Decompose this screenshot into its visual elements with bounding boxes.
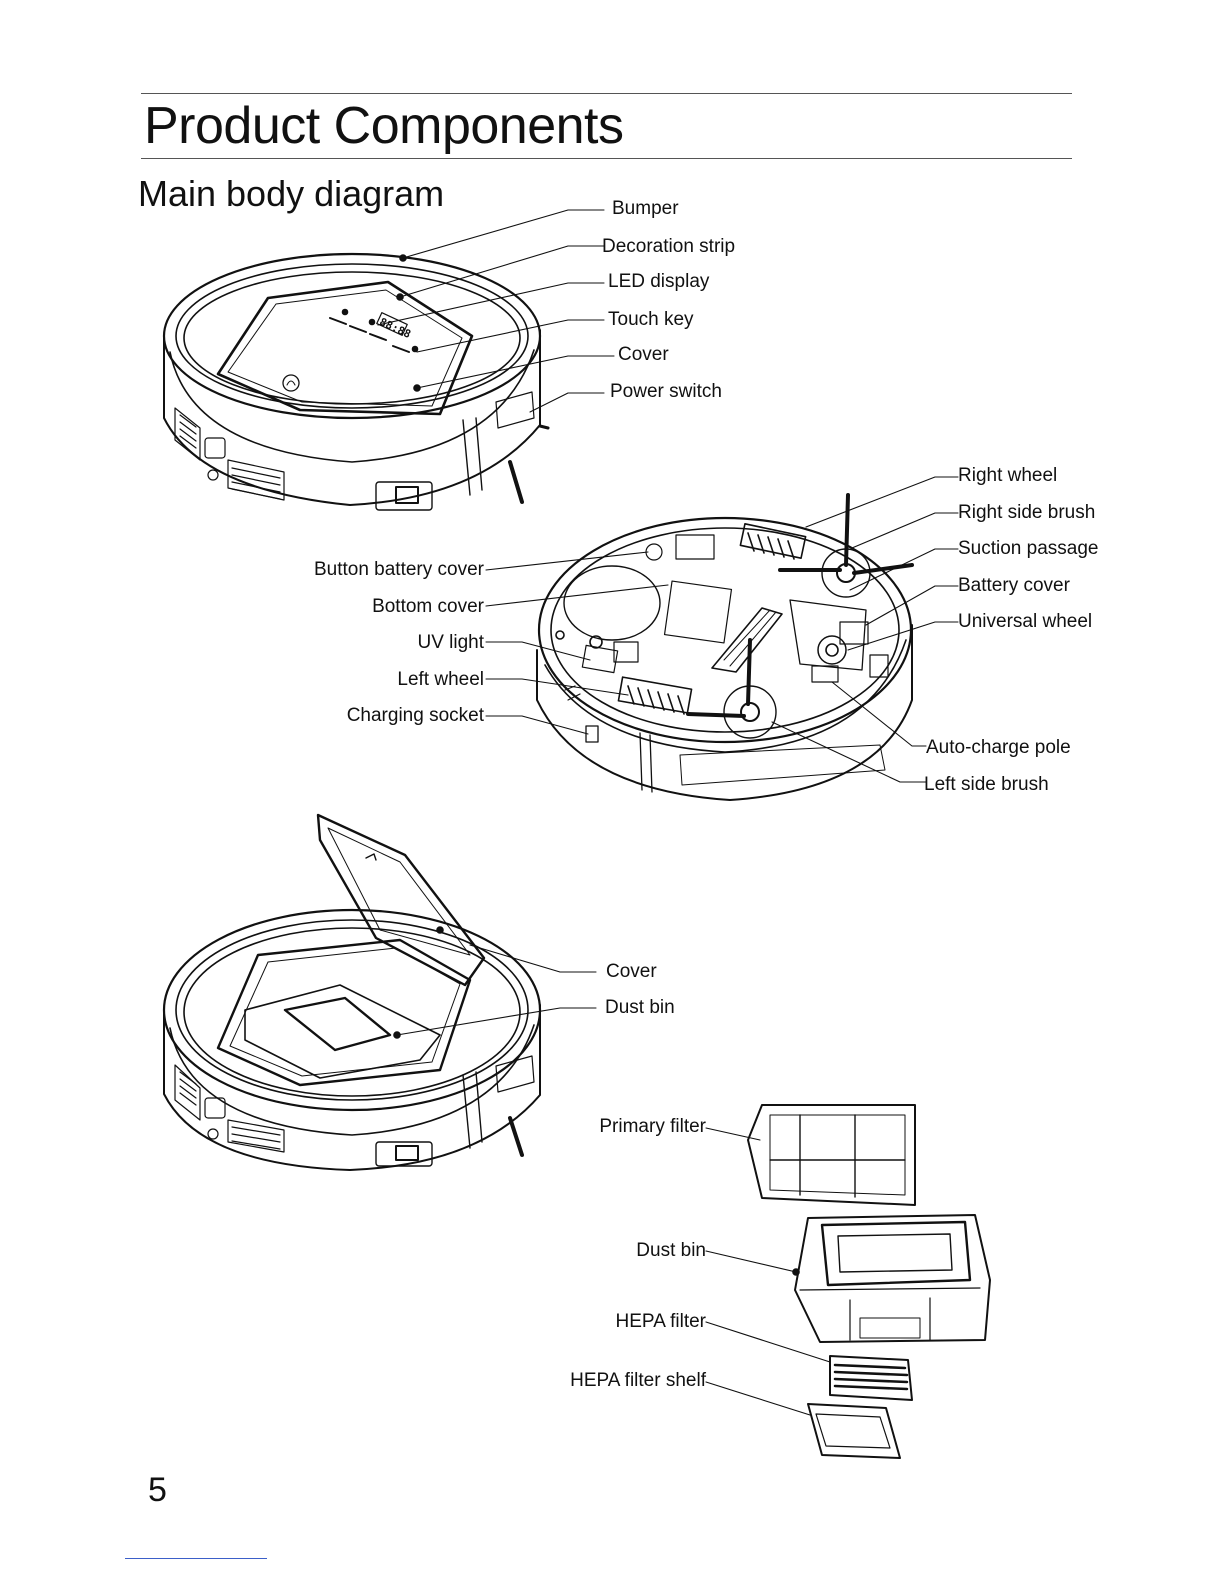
label-hepa-filter-shelf: HEPA filter shelf — [570, 1370, 706, 1391]
label-touch-key: Touch key — [608, 309, 694, 330]
section-subtitle: Main body diagram — [138, 173, 445, 214]
bottom-cover — [564, 566, 660, 640]
auto-charge-pole — [812, 666, 838, 682]
right-side-brush — [780, 495, 912, 597]
label-led-display: LED display — [608, 271, 710, 292]
power-switch — [376, 482, 432, 510]
robot-top-view — [164, 254, 548, 510]
primary-filter — [748, 1105, 915, 1205]
left-side-brush — [688, 640, 776, 738]
label-left-wheel: Left wheel — [397, 669, 484, 690]
touch-key — [283, 375, 299, 391]
label-battery-cover: Battery cover — [958, 575, 1070, 596]
open-view-vents — [175, 1065, 284, 1152]
left-wheel — [618, 677, 691, 714]
battery-cover — [790, 600, 866, 670]
label-bottom-cover: Bottom cover — [372, 596, 484, 617]
label-right-wheel: Right wheel — [958, 465, 1058, 486]
bottom-view-leaders — [486, 477, 958, 782]
side-vents — [175, 408, 284, 500]
led-display — [330, 310, 418, 353]
label-cover-open: Cover — [606, 961, 657, 982]
top-cover — [218, 282, 472, 414]
title-underline — [141, 158, 1072, 159]
label-bumper: Bumper — [612, 198, 679, 219]
label-cover-top: Cover — [618, 344, 669, 365]
label-decoration-strip: Decoration strip — [602, 236, 736, 257]
hepa-filter — [830, 1356, 912, 1400]
footer-link-line — [125, 1558, 267, 1559]
top-view-leaders — [378, 210, 614, 412]
label-hepa-filter: HEPA filter — [615, 1311, 706, 1332]
hepa-filter-shelf — [808, 1404, 900, 1458]
bumper-ring — [164, 254, 540, 418]
label-button-battery-cover: Button battery cover — [313, 559, 484, 580]
label-dust-bin-open: Dust bin — [605, 997, 675, 1018]
label-universal-wheel: Universal wheel — [958, 611, 1093, 632]
label-uv-light: UV light — [417, 632, 484, 653]
right-wheel — [740, 524, 805, 559]
robot-open-view — [164, 815, 540, 1170]
label-suction-passage: Suction passage — [958, 538, 1099, 559]
label-power-switch: Power switch — [610, 381, 722, 402]
label-auto-charge-pole: Auto-charge pole — [926, 737, 1071, 758]
label-left-side-brush: Left side brush — [924, 774, 1049, 795]
universal-wheel — [818, 636, 846, 664]
label-dust-bin-part: Dust bin — [636, 1240, 706, 1261]
dust-bin-part — [793, 1215, 990, 1342]
open-view-leaders — [397, 945, 596, 1035]
suction-passage — [712, 608, 782, 672]
top-rule — [141, 93, 1072, 94]
open-cover — [318, 815, 484, 985]
label-right-side-brush: Right side brush — [958, 502, 1096, 523]
page-number: 5 — [148, 1471, 167, 1509]
label-charging-socket: Charging socket — [346, 705, 484, 726]
bin-parts-leaders — [706, 1128, 830, 1415]
label-primary-filter: Primary filter — [599, 1116, 706, 1137]
page-title: Product Components — [144, 97, 624, 155]
